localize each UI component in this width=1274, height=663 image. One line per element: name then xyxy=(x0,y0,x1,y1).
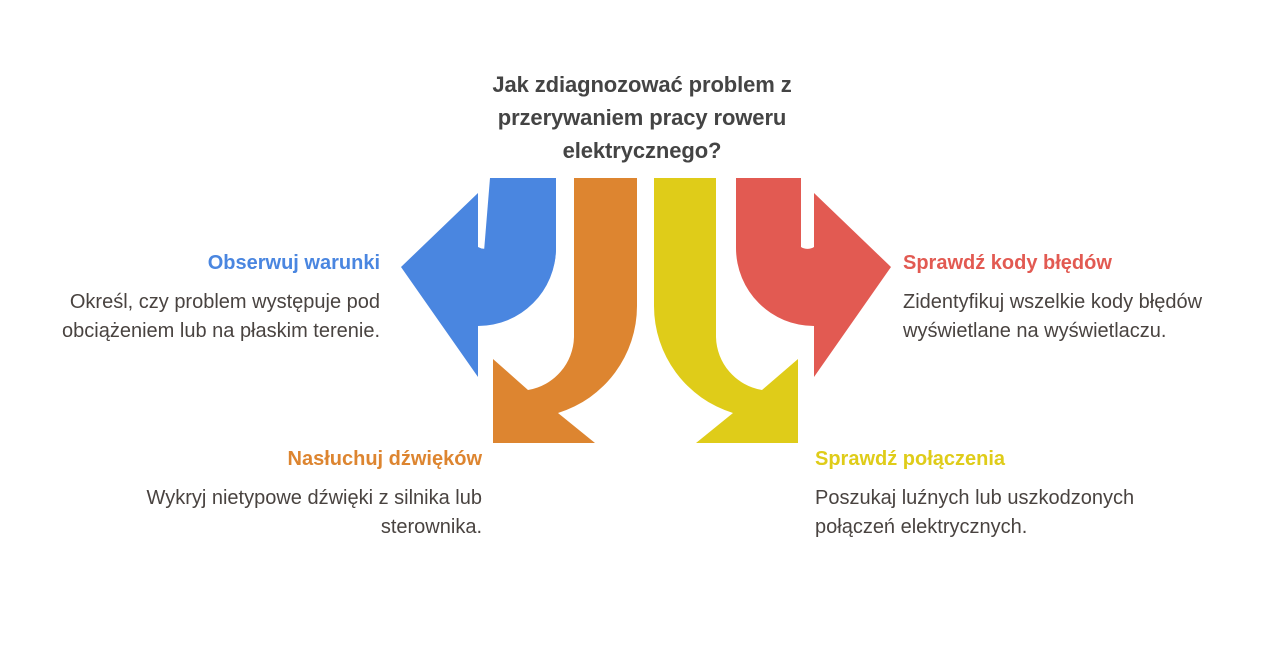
branch-body: Zidentyfikuj wszelkie kody błędów wyświe… xyxy=(903,291,1203,342)
branch-check-error-codes: Sprawdź kody błędów Zidentyfikuj wszelki… xyxy=(903,250,1261,346)
branch-heading: Obserwuj warunki xyxy=(207,252,380,274)
arrow-listen-for-sounds xyxy=(493,178,637,443)
arrow-check-connections xyxy=(654,178,798,443)
branch-check-connections: Sprawdź połączenia Poszukaj luźnych lub … xyxy=(815,446,1187,542)
branch-heading: Nasłuchuj dźwięków xyxy=(287,448,482,470)
branch-heading: Sprawdź połączenia xyxy=(815,448,1006,470)
branch-heading: Sprawdź kody błędów xyxy=(903,252,1112,274)
branch-observe-conditions: Obserwuj warunki Określ, czy problem wys… xyxy=(14,250,380,346)
branch-body: Wykryj nietypowe dźwięki z silnika lub s… xyxy=(146,487,483,538)
branch-body: Poszukaj luźnych lub uszkodzonych połącz… xyxy=(815,487,1135,538)
page-title: Jak zdiagnozować problem z przerywaniem … xyxy=(492,72,792,163)
arrow-check-error-codes xyxy=(736,178,891,377)
branch-listen-for-sounds: Nasłuchuj dźwięków Wykryj nietypowe dźwi… xyxy=(100,446,483,542)
arrow-observe-conditions-body xyxy=(401,178,556,377)
branch-body: Określ, czy problem występuje pod obciąż… xyxy=(62,291,380,342)
